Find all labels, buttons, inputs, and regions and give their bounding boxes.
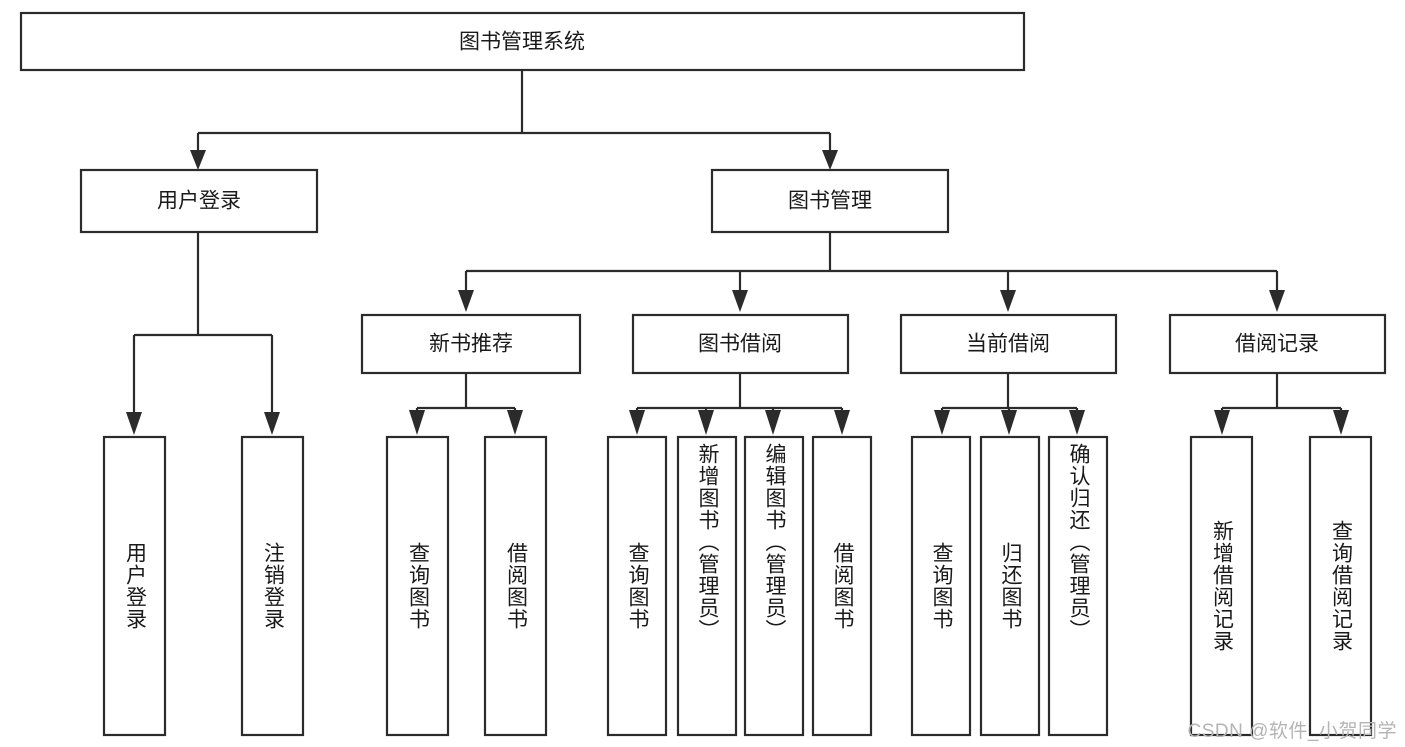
arrow-to-br-leaf-1 xyxy=(1214,410,1230,435)
node-box-leaf-cb-query-book[interactable] xyxy=(910,435,972,737)
node-box-leaf-cb-confirm-return[interactable] xyxy=(1047,435,1109,737)
node-box-leaf-nbr-borrow-book[interactable] xyxy=(483,435,548,737)
arrow-to-new-book-recommend xyxy=(458,290,474,312)
watermark-text: CSDN @软件_小贺同学 xyxy=(1187,721,1397,742)
node-label-user-login: 用户登录 xyxy=(157,190,241,213)
nodes-layer: 图书管理系统 用户登录 图书管理 新书推荐 图书借阅 当前借阅 借阅记录 xyxy=(19,11,1387,737)
node-label-root: 图书管理系统 xyxy=(459,31,585,54)
arrow-to-leaf-logout xyxy=(264,412,280,435)
node-box-leaf-bb-add-book[interactable] xyxy=(676,435,738,737)
arrow-to-book-borrow xyxy=(732,290,748,312)
arrow-to-br-leaf-2 xyxy=(1333,410,1349,435)
node-box-current-borrow[interactable] xyxy=(899,313,1118,375)
node-box-leaf-bb-query-book[interactable] xyxy=(606,435,668,737)
arrow-to-bb-leaf-1 xyxy=(629,410,645,435)
node-box-leaf-cb-return-book[interactable] xyxy=(979,435,1041,737)
arrow-to-bb-leaf-4 xyxy=(834,410,850,435)
node-box-borrow-record[interactable] xyxy=(1168,313,1387,375)
node-box-leaf-bb-edit-book[interactable] xyxy=(743,435,805,737)
node-box-user-login[interactable] xyxy=(79,168,319,234)
arrow-to-nbr-leaf-1 xyxy=(409,410,425,435)
node-box-leaf-user-login[interactable] xyxy=(102,435,167,737)
node-label-borrow-record: 借阅记录 xyxy=(1235,333,1319,356)
node-label-new-book-recommend: 新书推荐 xyxy=(429,333,513,356)
arrow-to-cb-leaf-3 xyxy=(1069,410,1085,435)
node-label-book-borrow: 图书借阅 xyxy=(698,333,782,356)
node-label-current-borrow: 当前借阅 xyxy=(966,333,1050,356)
arrow-to-book-manage xyxy=(822,150,838,170)
node-box-leaf-logout[interactable] xyxy=(240,435,305,737)
node-box-leaf-nbr-query-book[interactable] xyxy=(385,435,450,737)
connectors-layer xyxy=(126,70,1349,435)
arrow-to-leaf-user-login xyxy=(126,412,142,435)
node-box-leaf-br-query-record[interactable] xyxy=(1308,435,1373,737)
arrow-to-borrow-record xyxy=(1269,290,1285,312)
arrow-to-cb-leaf-1 xyxy=(934,410,950,435)
node-box-leaf-bb-borrow-book[interactable] xyxy=(811,435,873,737)
node-box-leaf-br-add-record[interactable] xyxy=(1189,435,1254,737)
node-box-book-borrow[interactable] xyxy=(631,313,850,375)
arrow-to-bb-leaf-2 xyxy=(698,410,714,435)
node-box-root[interactable] xyxy=(19,11,1026,72)
arrow-to-user-login xyxy=(190,150,206,170)
arrow-to-nbr-leaf-2 xyxy=(507,410,523,435)
arrow-to-current-borrow xyxy=(1000,290,1016,312)
node-box-book-manage[interactable] xyxy=(710,168,950,234)
node-label-book-manage: 图书管理 xyxy=(788,190,872,213)
arrow-to-cb-leaf-2 xyxy=(1001,410,1017,435)
node-box-new-book-recommend[interactable] xyxy=(360,313,582,375)
arrow-to-bb-leaf-3 xyxy=(765,410,781,435)
